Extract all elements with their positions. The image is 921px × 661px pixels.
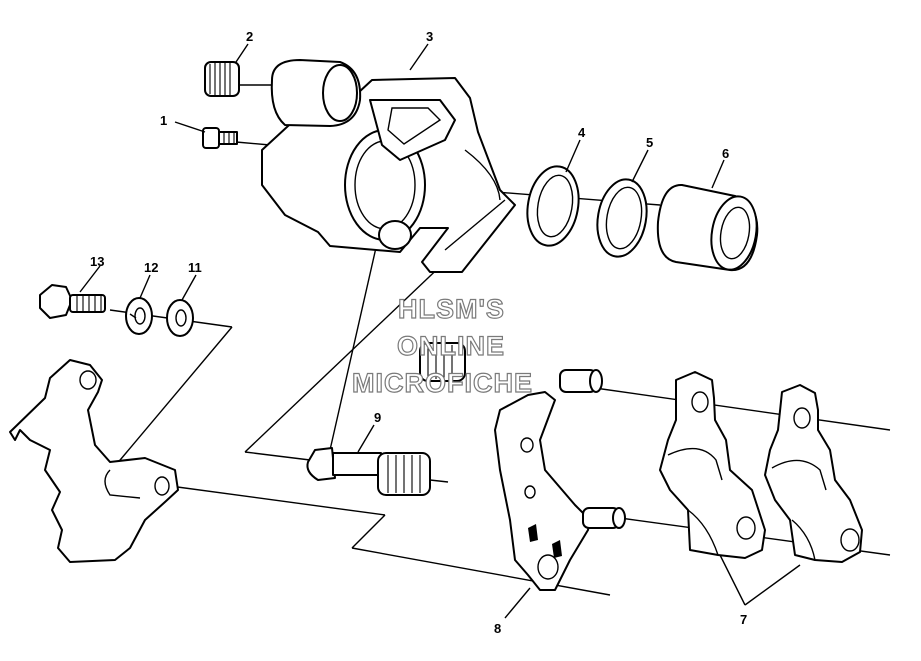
callout-leaders	[79, 43, 801, 619]
callout-2: 2	[246, 29, 253, 44]
callout-4: 4	[578, 125, 586, 140]
part-13-mounting-bolt	[39, 284, 106, 319]
callout-6: 6	[722, 146, 729, 161]
caliper-mounting-bracket	[9, 359, 179, 563]
part-12-lock-washer	[125, 297, 153, 335]
part-3-caliper-body	[261, 59, 516, 273]
callout-labels: 1 2 3 4 5 6 7 8 9 11 12 13	[90, 29, 747, 636]
part-1-bleeder-valve	[202, 127, 238, 149]
slide-pin-boot	[419, 342, 466, 382]
part-6-piston	[656, 183, 759, 272]
part-4-piston-seal	[526, 165, 580, 247]
callout-1: 1	[160, 113, 167, 128]
callout-7: 7	[740, 612, 747, 627]
part-5-dust-seal	[596, 178, 648, 258]
part-11-flat-washer	[166, 299, 194, 337]
callout-8: 8	[494, 621, 501, 636]
watermark: HLSM'S ONLINE MICROFICHE	[351, 293, 533, 398]
part-8-support-plate	[494, 369, 626, 591]
callout-5: 5	[646, 135, 653, 150]
callout-13: 13	[90, 254, 104, 269]
callout-9: 9	[374, 410, 381, 425]
watermark-line-3: MICROFICHE	[352, 368, 533, 398]
part-2-bleed-plug	[204, 61, 240, 97]
watermark-line-2: ONLINE	[397, 331, 505, 361]
watermark-line-1: HLSM'S	[398, 294, 505, 324]
callout-12: 12	[144, 260, 158, 275]
part-7-brake-pad-outer	[764, 384, 863, 563]
callout-11: 11	[188, 260, 202, 275]
callout-3: 3	[426, 29, 433, 44]
part-7-brake-pad-inner	[659, 371, 766, 559]
part-9-slide-pin	[306, 447, 431, 496]
